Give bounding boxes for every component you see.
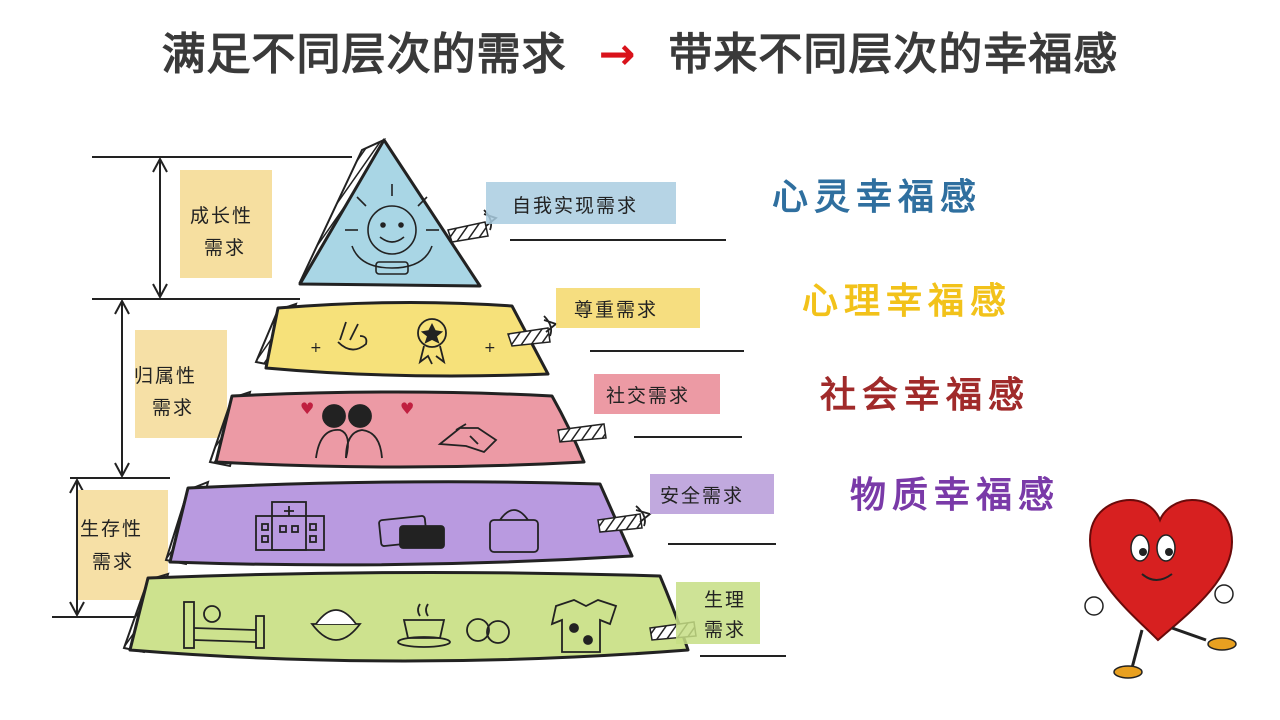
handbag-icon — [489, 509, 539, 553]
pyramid-layer-self-actualization — [298, 138, 498, 288]
hospital-icon — [255, 501, 325, 551]
need-social: 社交需求 — [606, 385, 690, 407]
need-physiological-line1: 生理 — [704, 589, 746, 611]
group-belonging-line2: 需求 — [152, 397, 194, 419]
sparkle-icon: + — [484, 340, 496, 356]
layer-top-fill — [298, 138, 482, 288]
victory-hand-icon — [337, 321, 368, 351]
pyramid-layer-safety — [164, 480, 652, 567]
bun-icon — [466, 618, 510, 644]
need-physiological-line2: 需求 — [704, 619, 746, 641]
need-label-bg-social — [594, 374, 720, 414]
need-label-bg-self — [486, 182, 676, 224]
need-esteem: 尊重需求 — [574, 299, 658, 321]
layer-safety-fill — [168, 480, 634, 567]
heart-icon: ♥ — [300, 399, 314, 418]
need-safety: 安全需求 — [660, 485, 744, 507]
bracket-lines — [52, 156, 352, 618]
arrow-icon: → — [598, 29, 637, 80]
happiness-spiritual: 心灵幸福感 — [772, 177, 983, 218]
group-survival-line2: 需求 — [92, 551, 134, 573]
handshake-icon — [437, 423, 498, 454]
group-survival-line1: 生存性 — [80, 518, 143, 540]
group-growth-line1: 成长性 — [190, 205, 253, 227]
sparkle-icon: + — [310, 340, 322, 356]
happiness-material: 物质幸福感 — [850, 475, 1061, 516]
pyramid-layer-physiological — [122, 570, 697, 663]
group-label-bg-belonging — [135, 330, 227, 438]
page-title: 满足不同层次的需求 → 带来不同层次的幸福感 — [0, 18, 1280, 82]
bank-card-icon — [378, 515, 445, 549]
rice-bowl-icon — [310, 609, 362, 641]
need-self-actualization: 自我实现需求 — [512, 195, 638, 217]
happiness-social: 社会幸福感 — [820, 375, 1031, 416]
heart-mascot-icon — [1084, 498, 1237, 679]
title-right: 带来不同层次的幸福感 — [668, 29, 1119, 80]
bed-icon — [183, 601, 265, 649]
heart-icon: ♥ — [400, 399, 414, 418]
clothing-icon — [550, 599, 618, 653]
medal-icon — [417, 318, 447, 365]
need-label-bg-safety — [650, 474, 774, 514]
group-label-bg-growth — [180, 170, 272, 278]
couple-icon — [315, 404, 383, 459]
need-label-bg-esteem — [556, 288, 700, 328]
title-left: 满足不同层次的需求 — [161, 29, 567, 80]
pyramid-layer-social: ♥ ♥ — [208, 390, 607, 469]
sun-icon — [345, 184, 439, 275]
coffee-cup-icon — [397, 603, 451, 648]
group-belonging-line1: 归属性 — [134, 365, 197, 387]
group-growth-line2: 需求 — [204, 237, 246, 259]
happiness-psychological: 心理幸福感 — [802, 281, 1013, 322]
layer-esteem-fill — [264, 300, 550, 378]
need-label-bg-physio — [676, 582, 760, 644]
pyramid-layer-esteem: + + — [254, 300, 558, 378]
layer-physio-fill — [128, 570, 690, 663]
